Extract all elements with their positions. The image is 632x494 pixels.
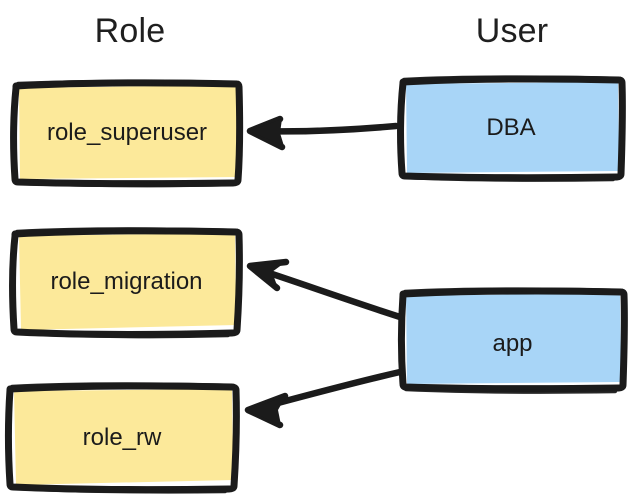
node-role_rw-outline-pass2 <box>5 382 240 494</box>
node-label-dba: DBA <box>486 114 536 141</box>
node-role_migration-outline-pass2 <box>9 227 243 339</box>
node-role_rw-fill <box>14 389 233 485</box>
node-label-app: app <box>492 330 533 357</box>
edge-app-to-role_migration-arrowhead-fill <box>249 261 287 288</box>
edge-dba-to-role_superuser-arrowhead-fill <box>249 119 284 146</box>
edge-app-to-role_migration[interactable] <box>246 258 404 321</box>
node-dba[interactable] <box>397 75 626 182</box>
column-heading-user: User <box>475 12 549 50</box>
edge-app-to-role_migration-line <box>250 264 404 321</box>
node-role_migration-fill <box>19 233 236 330</box>
node-app-outline-pass2 <box>398 287 628 394</box>
node-app[interactable] <box>398 287 628 394</box>
node-role_rw[interactable] <box>5 382 240 494</box>
edge-app-to-role_rw[interactable] <box>244 368 404 429</box>
node-dba-outline-pass2 <box>397 75 626 182</box>
node-label-role-superuser: role_superuser <box>46 119 208 146</box>
node-role_superuser-outline-pass2 <box>10 79 243 188</box>
node-role_superuser[interactable] <box>10 79 244 188</box>
node-role_migration[interactable] <box>9 227 243 339</box>
node-label-role-rw: role_rw <box>82 424 162 451</box>
node-dba-fill <box>406 82 619 173</box>
node-label-role-migration: role_migration <box>50 268 203 295</box>
node-role_superuser-fill <box>19 85 238 179</box>
node-app-fill <box>406 293 621 384</box>
column-heading-role: Role <box>94 12 166 50</box>
edge-dba-to-role_superuser[interactable] <box>246 115 400 151</box>
edge-app-to-role_rw-arrowhead-fill <box>247 396 286 425</box>
